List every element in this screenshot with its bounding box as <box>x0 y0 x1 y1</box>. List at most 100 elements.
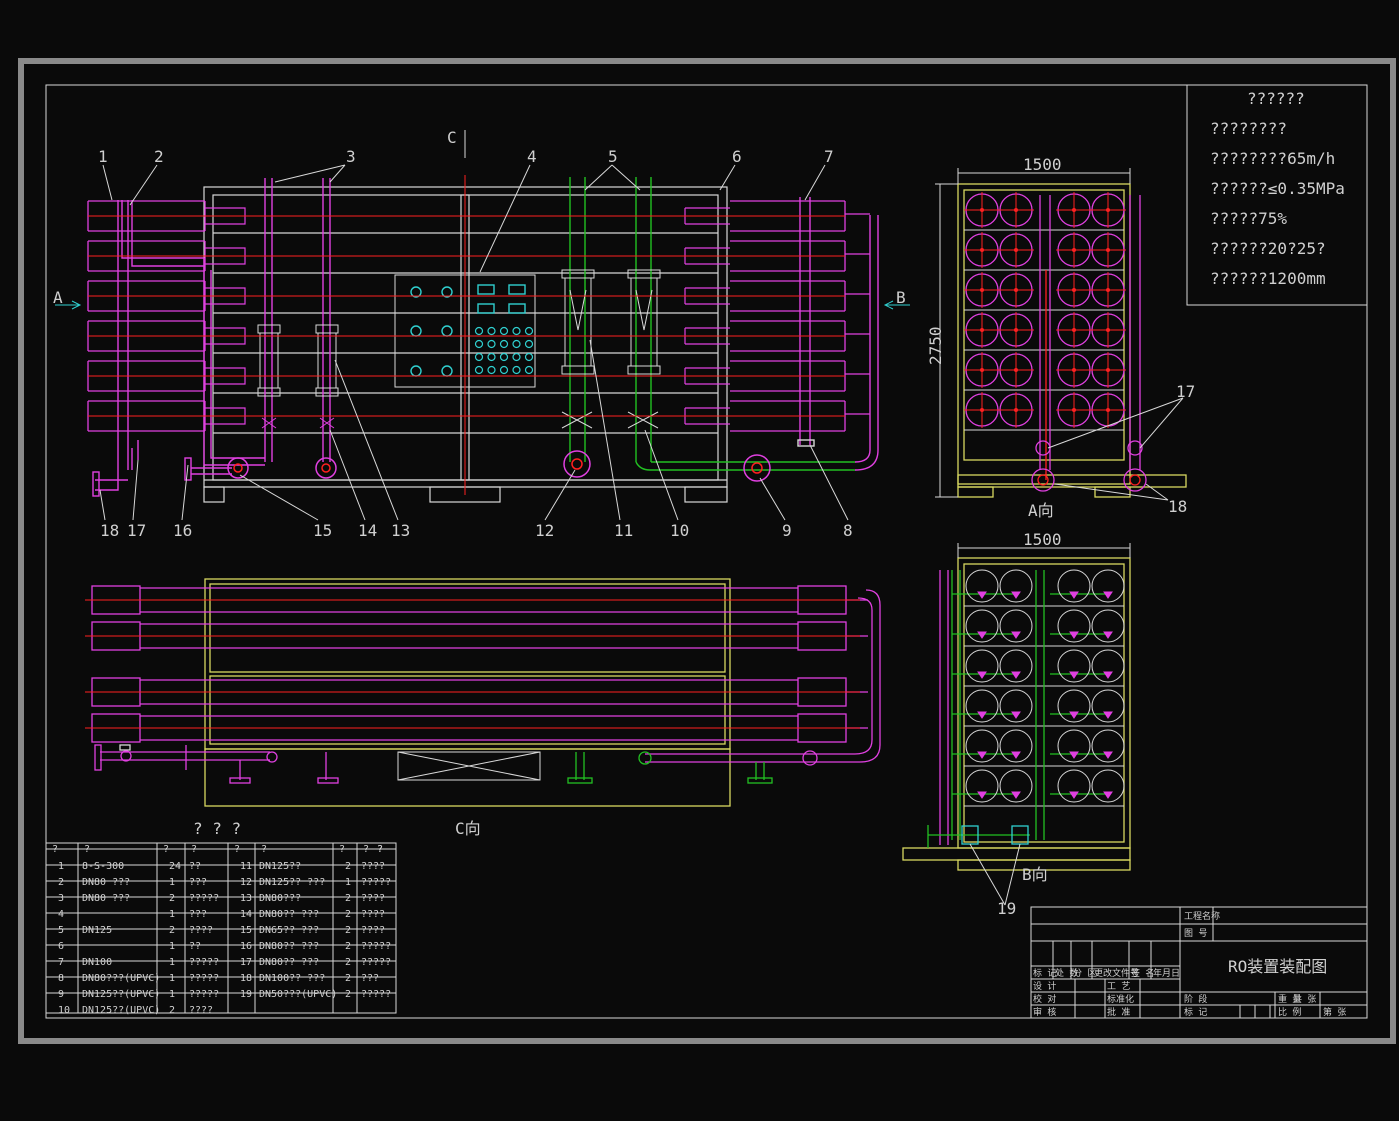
parts-row-cell: 12 <box>240 877 252 888</box>
view-b-membrane <box>1091 569 1125 603</box>
parts-row-cell: 3 <box>58 893 64 904</box>
title-block-text: 工程名称 图 号 RO装置装配图 标 记 处 数 分 区 更改文件号 签 名 年… <box>1033 910 1346 1018</box>
spec-box: ?????? ???????? ????????65m/h ??????≤0.3… <box>1186 84 1368 306</box>
spec-line-5: ??????20?25? <box>1210 239 1326 258</box>
view-b-outlet <box>977 671 987 679</box>
panel-button <box>524 339 534 349</box>
view-c-caption: C向 <box>455 819 481 838</box>
view-b: 1500 19 B向 <box>902 530 1131 918</box>
panel-button-grid <box>474 326 534 375</box>
parts-row-cell: 1 <box>169 941 175 952</box>
parts-row-cell: DN80 ??? <box>82 877 130 888</box>
view-a-dim-height: 2750 <box>926 326 945 365</box>
callout-1: 1 <box>98 147 108 166</box>
parts-row-cell: ????? <box>189 989 219 1000</box>
view-b-outlet <box>977 631 987 639</box>
front-flanges <box>227 450 771 482</box>
parts-row-cell: 1 <box>169 989 175 1000</box>
view-b-caption: B向 <box>1022 865 1048 884</box>
view-b-dimensions <box>957 543 1131 906</box>
parts-row-cell: 2 <box>58 877 64 888</box>
panel-button <box>499 339 509 349</box>
view-b-outlet <box>1103 631 1113 639</box>
view-b-dim-width: 1500 <box>1023 530 1062 549</box>
view-c-frame <box>204 578 731 807</box>
parts-row-cell: 16 <box>240 941 252 952</box>
view-b-membrane <box>999 569 1033 603</box>
parts-row-cell: ????? <box>361 877 391 888</box>
tb-hdr-4: 签 名 <box>1131 967 1154 979</box>
tb-hdr-1: 处 数 <box>1055 967 1078 979</box>
parts-header-cell: ? <box>52 844 58 855</box>
parts-header-cell: ? <box>339 844 345 855</box>
parts-row-cell: DN50???(UPVC) <box>259 989 337 1000</box>
panel-button <box>487 352 496 362</box>
view-b-membrane-grid <box>952 569 1125 807</box>
front-vessel-left <box>87 280 206 312</box>
spec-line-0: ?????? <box>1247 89 1305 108</box>
view-b-outlet <box>1069 751 1079 759</box>
view-a-membrane-grid <box>964 192 1126 431</box>
view-b-outlet <box>1011 791 1021 799</box>
parts-row-cell: 17 <box>240 957 252 968</box>
front-callouts-bottom: 18 17 16 15 14 13 12 11 10 9 8 <box>100 521 853 540</box>
parts-row-cell: 2 <box>345 861 351 872</box>
callout-a-18: 18 <box>1168 497 1187 516</box>
view-b-membrane <box>999 689 1033 723</box>
parts-row-cell: ???? <box>189 925 213 936</box>
view-b-outlet <box>1069 591 1079 599</box>
view-c-skid <box>397 751 541 781</box>
callout-17: 17 <box>127 521 146 540</box>
parts-row-cell: 2 <box>345 957 351 968</box>
panel-button <box>524 326 534 336</box>
tb-role-5: 批 准 <box>1107 1006 1130 1018</box>
view-b-outlet <box>1103 791 1113 799</box>
sheet-outer-frame <box>18 58 1396 1044</box>
parts-list-title: ? ? ? <box>193 819 241 838</box>
tb-hdr-2: 分 区 <box>1073 968 1096 979</box>
parts-row-cell: DN100?? ??? <box>259 973 325 984</box>
view-b-membrane <box>1091 689 1125 723</box>
view-b-membrane <box>965 609 999 643</box>
parts-row-cell: DN80 ??? <box>82 893 130 904</box>
callout-a-17: 17 <box>1176 382 1195 401</box>
view-b-membrane <box>1057 649 1091 683</box>
tb-bottom-4: 共 张 <box>1293 994 1316 1005</box>
parts-row-cell: 10 <box>58 1005 70 1016</box>
callout-16: 16 <box>173 521 192 540</box>
spec-line-3: ??????≤0.35MPa <box>1210 179 1345 198</box>
parts-header-cell: ? <box>377 844 383 855</box>
view-c-pipes <box>94 589 881 784</box>
parts-row-cell: DN80?? ??? <box>259 957 319 968</box>
panel-button <box>487 339 496 349</box>
view-b-outlet <box>1069 791 1079 799</box>
tb-bottom-2: 重 量 <box>1278 993 1301 1005</box>
front-vessel-left <box>87 320 206 352</box>
front-vessel-left <box>87 360 206 392</box>
panel-button <box>474 339 484 349</box>
parts-row-cell: 2 <box>345 941 351 952</box>
front-vessel-left <box>87 240 206 272</box>
view-b-outlet <box>1103 751 1113 759</box>
parts-row-cell: ??? <box>189 909 207 920</box>
parts-row-cell: 8-S-300 <box>82 861 124 872</box>
parts-row-cell: ?? <box>189 861 201 872</box>
panel-button <box>499 365 509 375</box>
parts-row-cell: ????? <box>189 893 219 904</box>
front-vessel-left <box>87 400 206 432</box>
parts-row-cell: 15 <box>240 925 252 936</box>
callout-12: 12 <box>535 521 554 540</box>
parts-row-cell: 11 <box>240 861 252 872</box>
view-b-outlet <box>1069 671 1079 679</box>
parts-row-cell: 4 <box>58 909 64 920</box>
callout-3: 3 <box>346 147 356 166</box>
tb-hdr-5: 年月日 <box>1153 967 1180 979</box>
parts-row-cell: DN125?? ??? <box>259 877 325 888</box>
view-b-membrane <box>999 729 1033 763</box>
view-b-outlet <box>1011 631 1021 639</box>
parts-row-cell: 2 <box>345 973 351 984</box>
parts-row-cell: ??? <box>361 973 379 984</box>
